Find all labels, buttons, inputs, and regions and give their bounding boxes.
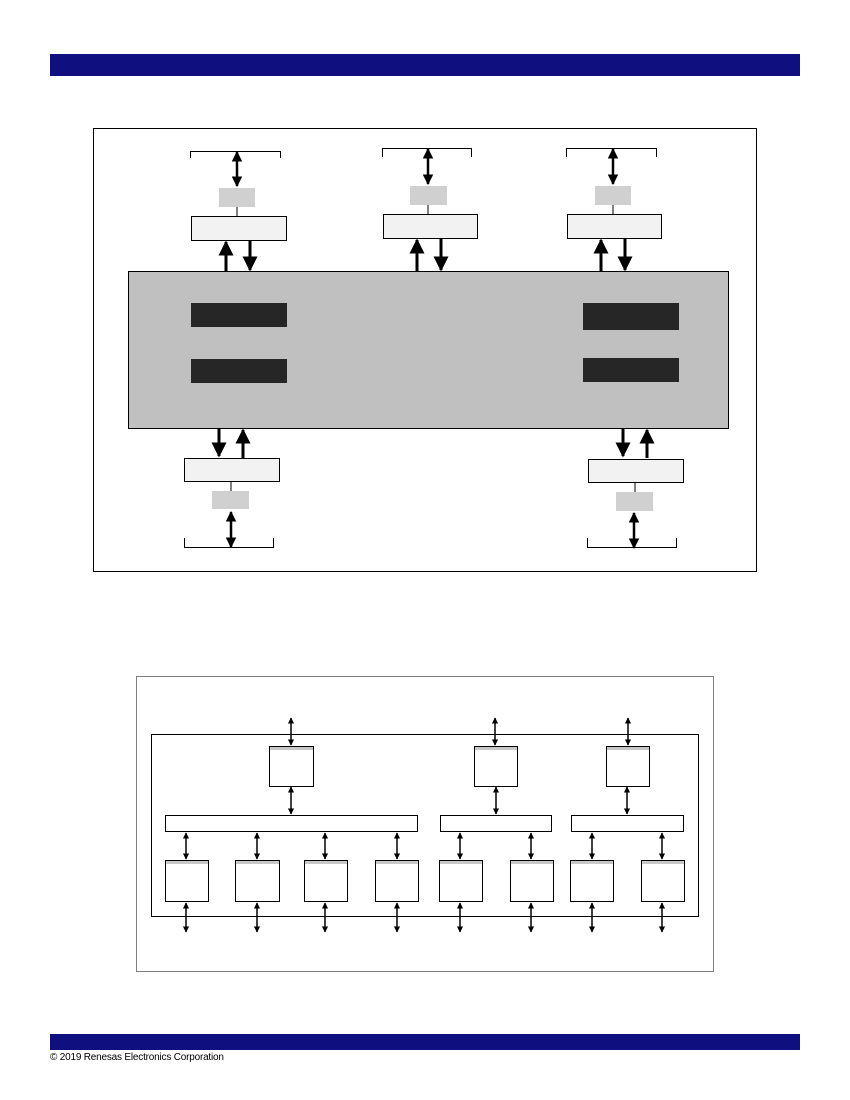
port-interface-box xyxy=(383,214,478,239)
top-port-1 xyxy=(190,150,287,272)
diagram-2 xyxy=(136,676,714,972)
core-dark-block xyxy=(191,303,287,327)
module-header xyxy=(270,747,313,750)
top-port-2 xyxy=(382,147,478,272)
module-header xyxy=(236,861,279,864)
bus-bar xyxy=(440,815,552,832)
core-dark-block xyxy=(191,359,287,383)
module-box xyxy=(510,860,554,902)
module-box xyxy=(474,746,518,787)
port-interface-box xyxy=(184,458,280,482)
leaf-module xyxy=(439,860,483,902)
leaf-module xyxy=(375,860,419,902)
port-bracket xyxy=(587,538,677,548)
top-module xyxy=(606,746,650,787)
module-header xyxy=(376,861,418,864)
module-header xyxy=(166,861,208,864)
module-box xyxy=(235,860,280,902)
port-small-box xyxy=(410,186,447,205)
core-dark-block xyxy=(583,303,679,330)
leaf-module xyxy=(510,860,554,902)
bottom-port-2 xyxy=(587,428,684,550)
bus-bar xyxy=(165,815,418,832)
module-header xyxy=(511,861,553,864)
top-module xyxy=(269,746,314,787)
inner-frame xyxy=(151,734,699,917)
copyright-text: © 2019 Renesas Electronics Corporation xyxy=(50,1052,224,1063)
footer-bar xyxy=(50,1034,800,1050)
module-box xyxy=(606,746,650,787)
core-dark-block xyxy=(583,358,679,382)
port-interface-box xyxy=(588,459,684,483)
port-small-box xyxy=(616,492,653,511)
leaf-module xyxy=(641,860,685,902)
module-box xyxy=(304,860,348,902)
top-module xyxy=(474,746,518,787)
module-header xyxy=(440,861,482,864)
module-box xyxy=(641,860,685,902)
module-box xyxy=(439,860,483,902)
module-header xyxy=(475,747,517,750)
leaf-module xyxy=(235,860,280,902)
module-header xyxy=(305,861,347,864)
port-small-box xyxy=(212,491,249,509)
core-block xyxy=(128,271,729,429)
leaf-module xyxy=(304,860,348,902)
module-box xyxy=(165,860,209,902)
port-bracket xyxy=(184,538,274,548)
header-bar xyxy=(50,54,800,76)
port-small-box xyxy=(219,188,255,207)
port-small-box xyxy=(595,186,631,205)
port-interface-box xyxy=(191,216,287,241)
port-interface-box xyxy=(567,214,662,239)
diagram-1 xyxy=(93,128,757,572)
module-header xyxy=(642,861,684,864)
module-header xyxy=(607,747,649,750)
leaf-module xyxy=(165,860,209,902)
top-port-3 xyxy=(566,147,662,272)
bottom-port-1 xyxy=(184,428,280,549)
module-header xyxy=(571,861,613,864)
leaf-module xyxy=(570,860,614,902)
bus-bar xyxy=(571,815,684,832)
module-box xyxy=(269,746,314,787)
module-box xyxy=(570,860,614,902)
module-box xyxy=(375,860,419,902)
